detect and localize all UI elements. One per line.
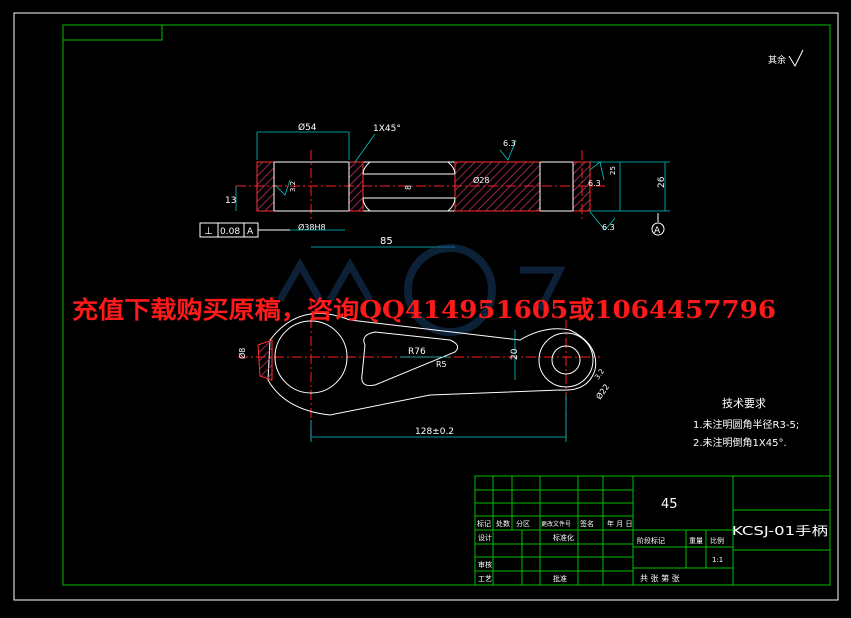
tb-weight: 重量 bbox=[689, 537, 703, 545]
tb-material: 45 bbox=[661, 497, 678, 512]
tb-process: 工艺 bbox=[478, 575, 492, 583]
dim-diameter-54: Ø54 bbox=[298, 122, 317, 133]
tb-col-file: 更改文件号 bbox=[541, 520, 571, 528]
roughness-6-3-top: 6.3 bbox=[503, 139, 516, 148]
roughness-6-3-right: 6.3 bbox=[588, 179, 601, 188]
tb-drawing-name: KCSJ-01手柄 bbox=[732, 524, 828, 538]
tb-sheets: 共 张 第 张 bbox=[640, 573, 680, 583]
tb-col-sign: 签名 bbox=[580, 519, 594, 528]
roughness-corner-label: 其余 bbox=[768, 54, 786, 66]
tb-approve: 批准 bbox=[553, 574, 567, 583]
tolerance-value: 0.08 bbox=[220, 227, 240, 237]
dim-left: Ø8 bbox=[237, 348, 247, 359]
tb-standardize: 标准化 bbox=[553, 533, 574, 542]
tb-review: 审核 bbox=[478, 560, 492, 569]
tb-scale: 比例 bbox=[710, 536, 724, 545]
tolerance-datum: A bbox=[247, 227, 254, 237]
tb-col-date: 年 月 日 bbox=[607, 519, 632, 528]
dim-d22: Ø22 bbox=[594, 382, 612, 401]
title-block: 标记 处数 分区 更改文件号 签名 年 月 日 设计 标准化 审核 工艺 批准 … bbox=[474, 475, 831, 586]
tech-req-title: 技术要求 bbox=[722, 397, 766, 410]
small-boss-outer bbox=[538, 332, 594, 388]
big-boss-bore bbox=[274, 320, 348, 394]
dim-hole-left: Ø38H8 bbox=[298, 222, 326, 232]
tb-col-count: 处数 bbox=[496, 519, 510, 528]
dim-25: 25 bbox=[609, 166, 617, 175]
dim-r5: R5 bbox=[436, 360, 447, 369]
dim-chamfer: 1X45° bbox=[373, 124, 401, 134]
dim-8: 8 bbox=[404, 185, 413, 190]
watermark-banner: 充值下载购买原稿，咨询QQ414951605或1064457796 bbox=[72, 295, 776, 324]
roughness-6-3-bottom: 6.3 bbox=[602, 223, 615, 232]
datum-a-circle bbox=[651, 222, 665, 236]
dim-hole-small: Ø28 bbox=[473, 175, 489, 185]
dim-26: 26 bbox=[657, 176, 667, 188]
tech-req-item1: 1.未注明圆角半径R3-5; bbox=[693, 418, 799, 431]
roughness-corner-symbol bbox=[788, 49, 804, 68]
tb-col-mark: 标记 bbox=[477, 519, 491, 528]
dim-length-85: 85 bbox=[380, 236, 393, 247]
dim-13: 13 bbox=[225, 196, 236, 206]
tech-req-item2: 2.未注明倒角1X45°. bbox=[693, 436, 787, 449]
drawing-border bbox=[62, 24, 831, 586]
tb-design: 设计 bbox=[478, 533, 492, 542]
tb-col-zone: 分区 bbox=[516, 519, 530, 528]
datum-a-label: A bbox=[654, 226, 661, 236]
corner-box bbox=[62, 24, 163, 41]
tb-scale-value: 1:1 bbox=[712, 556, 723, 564]
section-view: Ø54 1X45° 6.3 13 3.2 8 Ø28 6.3 25 26 6.3… bbox=[199, 122, 670, 248]
tb-stage-marks: 阶段标记 bbox=[637, 536, 665, 545]
dim-r76: R76 bbox=[408, 347, 426, 357]
outer-frame bbox=[13, 12, 839, 601]
small-boss-bore bbox=[551, 345, 581, 375]
dim-length-128: 128±0.2 bbox=[415, 427, 454, 437]
roughness-3-2: 3.2 bbox=[289, 181, 297, 192]
dim-20: 20 bbox=[510, 348, 520, 360]
tolerance-symbol: ⊥ bbox=[204, 226, 213, 237]
